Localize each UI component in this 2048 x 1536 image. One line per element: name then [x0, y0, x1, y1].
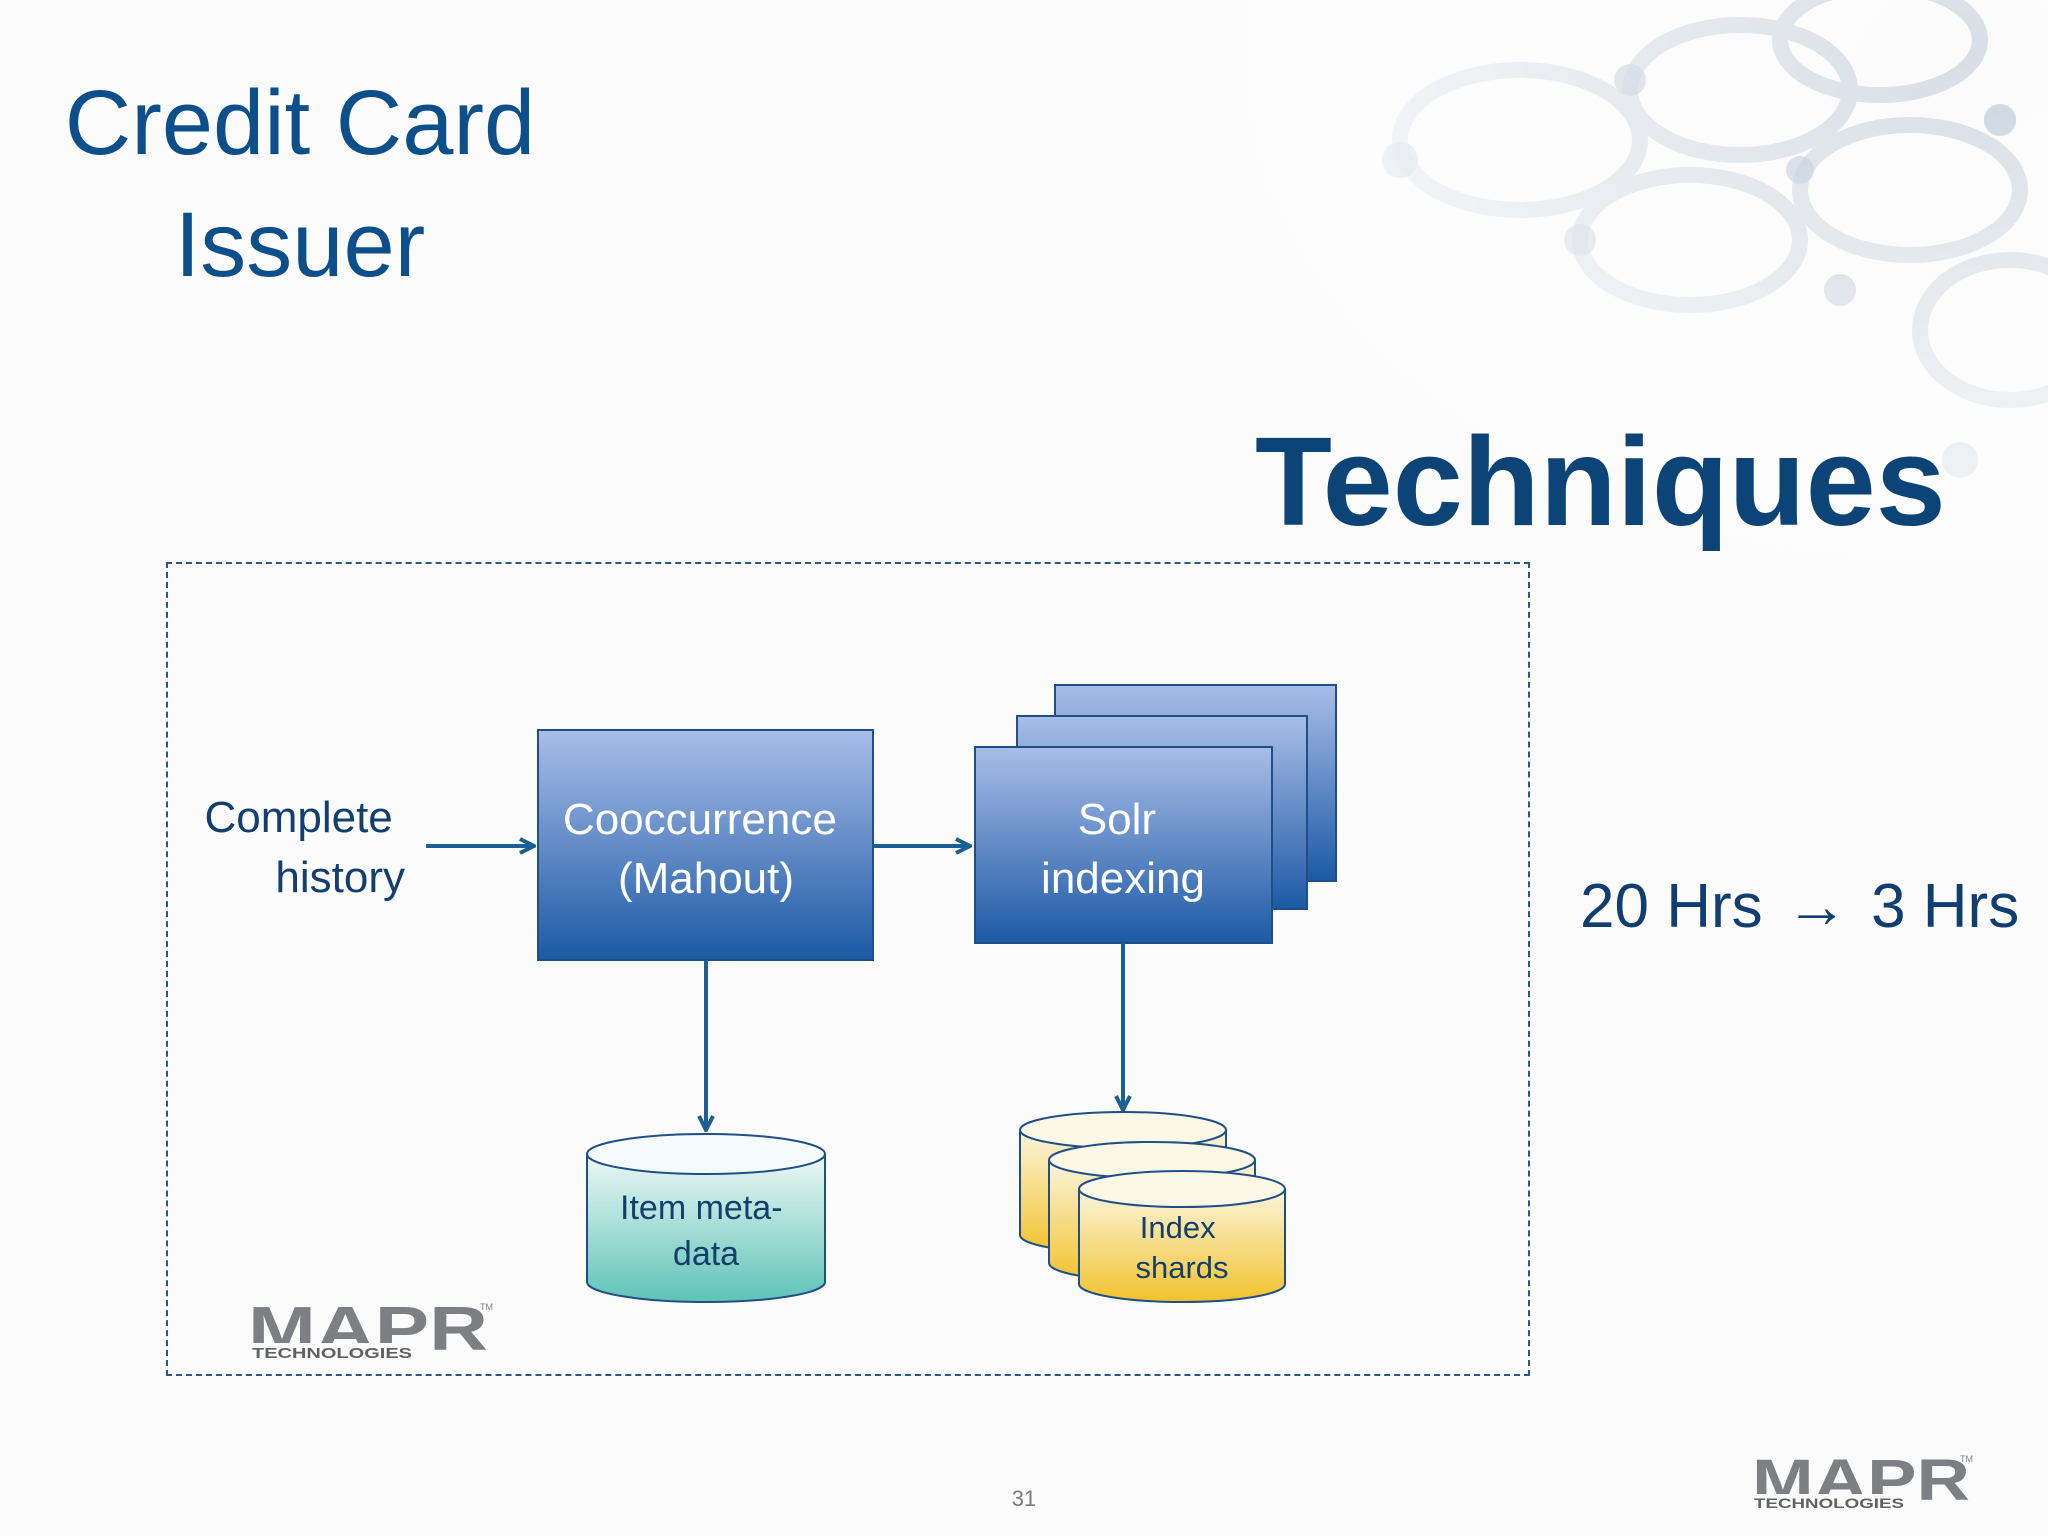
page-number: 31 — [1011, 1486, 1037, 1511]
svg-text:Cooccurrence (Mahout): Cooccurrence (Mahout) — [563, 795, 849, 903]
index-shards-stack: Index shards — [1019, 1111, 1286, 1303]
svg-text:Index shards: Index shards — [1135, 1210, 1228, 1285]
shards-line-2: shards — [1135, 1250, 1228, 1285]
cooccurrence-line-1: Cooccurrence — [563, 795, 837, 844]
slide-title-line-1: Credit Card — [64, 72, 536, 174]
right-arrow-icon: → — [1785, 872, 1848, 941]
input-label-line-1: Complete — [204, 793, 392, 842]
mapr-logo-footer-tm: TM — [1960, 1454, 1973, 1464]
item-metadata-cylinder: Item meta- data — [586, 1133, 826, 1303]
mapr-logo-diagram-tm: TM — [480, 1302, 493, 1312]
mapr-logo-diagram-sub: TECHNOLOGIES — [252, 1345, 412, 1362]
section-heading: Techniques — [1255, 411, 1946, 552]
solr-box-front — [974, 746, 1273, 944]
mapr-logo-footer-sub: TECHNOLOGIES — [1754, 1495, 1904, 1511]
metadata-line-1: Item meta- — [620, 1189, 782, 1227]
input-label: Complete history — [204, 793, 405, 902]
solr-indexing-stack: Solr indexing — [974, 684, 1337, 944]
input-label-line-2: history — [275, 853, 405, 902]
solr-line-1: Solr — [1078, 795, 1156, 844]
shards-line-1: Index — [1140, 1210, 1216, 1245]
svg-text:Solr indexing: Solr indexing — [1041, 795, 1205, 903]
metric-after: 3 Hrs — [1871, 872, 2020, 941]
molecule-background-decoration — [1220, 0, 2048, 580]
mapr-logo-diagram: MAPR TECHNOLOGIES TM — [248, 1295, 493, 1364]
metric-before: 20 Hrs — [1580, 872, 1763, 941]
mapr-logo-footer: MAPR TECHNOLOGIES TM — [1752, 1448, 1973, 1513]
cooccurrence-box: Cooccurrence (Mahout) — [537, 729, 874, 961]
svg-text:Item meta- data: Item meta- data — [620, 1189, 792, 1273]
metadata-line-2: data — [673, 1235, 739, 1273]
time-reduction-metric: 20 Hrs → 3 Hrs — [1580, 872, 2019, 942]
slide-title: Credit Card Issuer — [50, 62, 550, 306]
cooccurrence-line-2: (Mahout) — [618, 854, 794, 903]
diagram-container — [166, 562, 1530, 1376]
solr-line-2: indexing — [1041, 854, 1205, 903]
slide-title-line-2: Issuer — [174, 194, 426, 296]
shard-cylinder-front — [1078, 1170, 1286, 1303]
